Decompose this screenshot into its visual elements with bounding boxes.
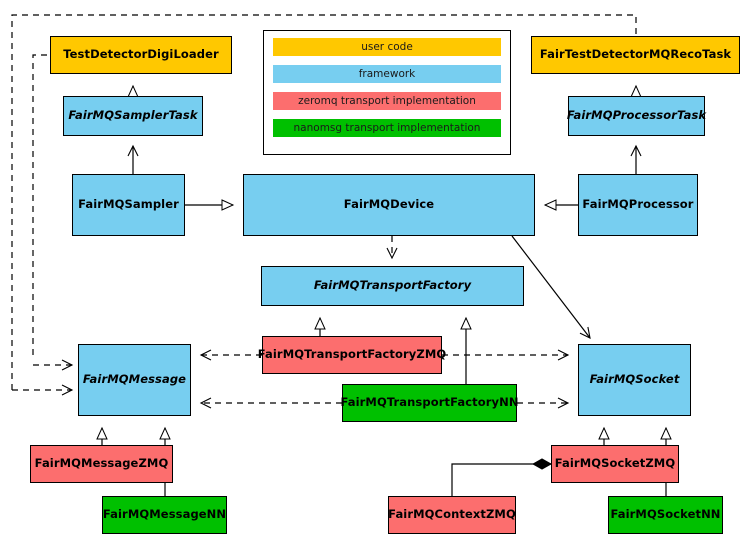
class-label: FairMQSocket [589, 372, 680, 387]
class-label: FairTestDetectorMQRecoTask [539, 47, 732, 62]
class-label: FairMQSampler [78, 197, 179, 212]
legend-panel: user code framework zeromq transport imp… [263, 30, 511, 155]
class-label: FairMQTransportFactory [313, 278, 472, 293]
class-node-fairmqmessage[interactable]: FairMQMessage [78, 344, 191, 416]
class-label: FairMQProcessor [582, 197, 694, 212]
legend-item-framework: framework [273, 65, 501, 83]
class-node-fairmqtransportfactorynn[interactable]: FairMQTransportFactoryNN [340, 384, 519, 422]
class-node-fairtestdetectormqrecotask[interactable]: FairTestDetectorMQRecoTask [531, 36, 740, 74]
class-label: FairMQMessageNN [102, 507, 227, 522]
scope-boundary-inner [32, 54, 50, 355]
legend-label-nanomsg: nanomsg transport implementation [293, 122, 481, 134]
class-label: FairMQSocketNN [610, 507, 721, 522]
class-node-fairmqmessagenn[interactable]: FairMQMessageNN [102, 496, 227, 534]
class-label: FairMQTransportFactoryZMQ [257, 347, 447, 362]
legend-label-user-code: user code [361, 41, 413, 53]
class-label: FairMQMessage [82, 372, 187, 387]
class-label: FairMQTransportFactoryNN [340, 395, 519, 410]
class-node-fairmqsocketzmq[interactable]: FairMQSocketZMQ [551, 445, 679, 483]
class-node-fairmqprocessor[interactable]: FairMQProcessor [578, 174, 698, 236]
class-node-fairmqprocessortask[interactable]: FairMQProcessorTask [566, 96, 707, 136]
class-node-fairmqmessagezmq[interactable]: FairMQMessageZMQ [30, 445, 173, 483]
class-label: FairMQSocketZMQ [554, 456, 676, 471]
legend-item-nanomsg: nanomsg transport implementation [273, 119, 501, 137]
class-label: FairMQMessageZMQ [34, 456, 169, 471]
legend-label-framework: framework [358, 68, 416, 80]
class-node-fairmqsamplertask[interactable]: FairMQSamplerTask [63, 96, 203, 136]
legend-label-zeromq: zeromq transport implementation [298, 95, 476, 107]
class-label: FairMQSamplerTask [68, 108, 198, 123]
class-node-fairmqsocket[interactable]: FairMQSocket [578, 344, 691, 416]
class-node-testdetectordigiloader[interactable]: TestDetectorDigiLoader [50, 36, 232, 74]
class-label: TestDetectorDigiLoader [63, 47, 219, 62]
legend-item-user-code: user code [273, 38, 501, 56]
class-node-fairmqtransportfactory[interactable]: FairMQTransportFactory [261, 266, 524, 306]
edge-contextzmq-to-socketzmq [451, 464, 551, 496]
class-node-fairmqsocketnn[interactable]: FairMQSocketNN [608, 496, 723, 534]
class-label: FairMQDevice [343, 197, 435, 212]
class-node-fairmqsampler[interactable]: FairMQSampler [72, 174, 185, 236]
class-label: FairMQContextZMQ [388, 507, 516, 522]
class-node-fairmqtransportfactoryzmq[interactable]: FairMQTransportFactoryZMQ [258, 336, 446, 374]
legend-item-zeromq: zeromq transport implementation [273, 92, 501, 110]
class-node-fairmqcontextzmq[interactable]: FairMQContextZMQ [388, 496, 516, 534]
class-node-fairmqdevice[interactable]: FairMQDevice [243, 174, 535, 236]
class-label: FairMQProcessorTask [566, 108, 707, 123]
